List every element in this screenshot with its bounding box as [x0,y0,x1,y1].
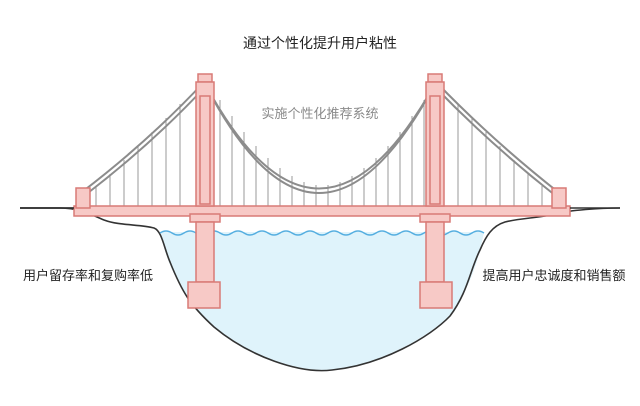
bridge-label: 实施个性化推荐系统 [261,107,379,122]
right-tower [419,73,453,309]
right-side-label: 提高用户忠诚度和销售额 [482,269,626,284]
left-anchor [75,187,91,209]
left-side-label: 用户留存率和复购率低 [22,269,153,284]
canyon-water [160,232,484,371]
right-anchor [551,187,567,209]
ground-outline [20,207,621,372]
main-cables [81,81,559,197]
diagram-title: 通过个性化提升用户粘性 [243,36,397,52]
left-tower [187,73,221,309]
bridge-deck [73,205,571,217]
